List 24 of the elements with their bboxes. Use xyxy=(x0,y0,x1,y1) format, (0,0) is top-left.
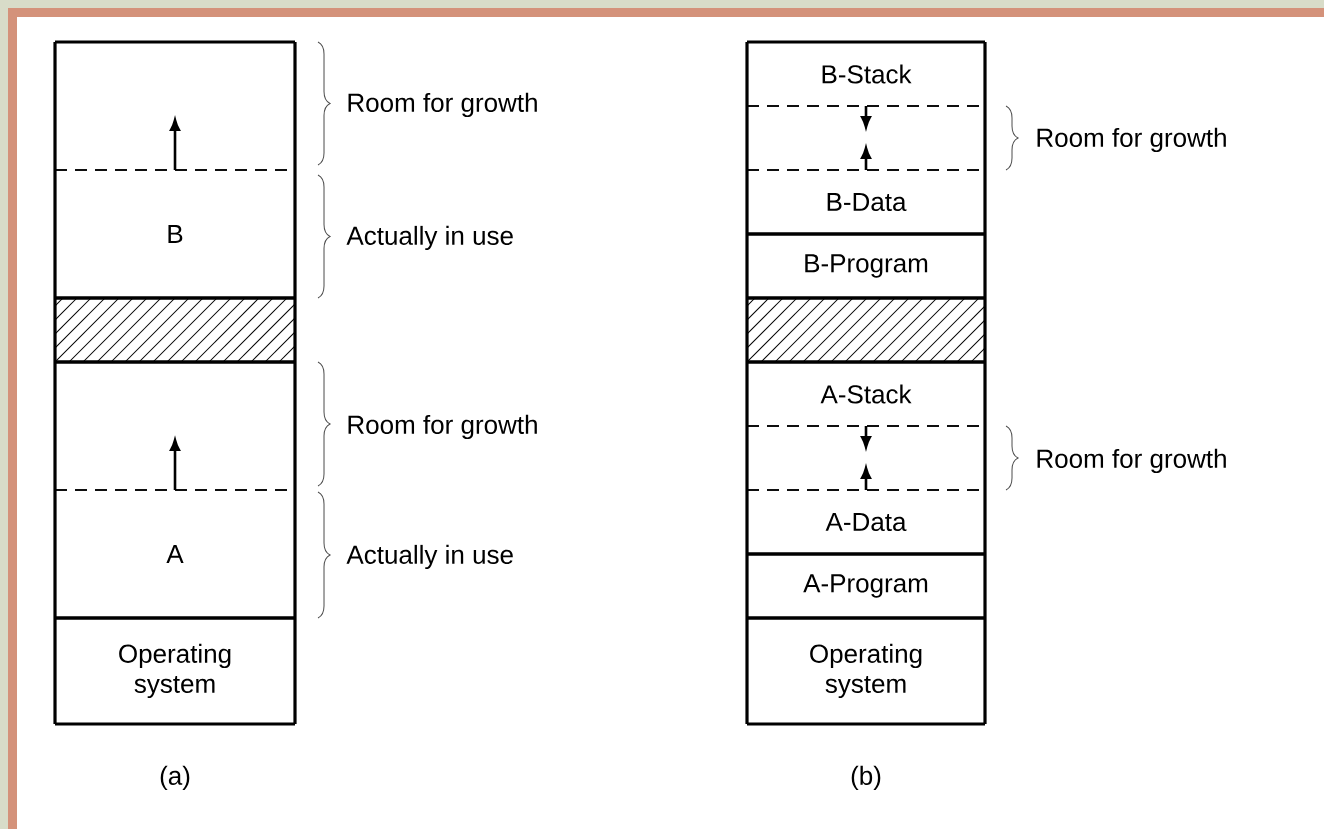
memory-block: Operating system xyxy=(745,616,987,726)
caption: (a) xyxy=(160,765,190,791)
memory-block: A xyxy=(53,489,297,620)
memory-block: A-Program xyxy=(745,552,987,620)
brace-label: Room for growth xyxy=(1037,448,1226,474)
caption: (b) xyxy=(851,765,881,791)
memory-block: B xyxy=(53,169,297,300)
brace-label: Actually in use xyxy=(346,544,513,570)
hatched-block xyxy=(745,296,987,364)
free-space-block xyxy=(53,40,297,171)
memory-block: A-Stack xyxy=(745,360,987,427)
brace-label: Room for growth xyxy=(348,414,537,440)
memory-block: B-Data xyxy=(745,169,987,236)
brace-label: Room for growth xyxy=(348,92,537,118)
brace-label: Room for growth xyxy=(1037,127,1226,153)
memory-block: Operating system xyxy=(53,616,297,726)
free-space-block xyxy=(53,360,297,491)
brace-label: Actually in use xyxy=(346,225,513,251)
free-space-block xyxy=(745,425,987,491)
free-space-block xyxy=(745,105,987,171)
memory-block: A-Data xyxy=(745,489,987,556)
memory-block: B-Stack xyxy=(745,40,987,107)
memory-block: B-Program xyxy=(745,232,987,300)
hatched-block xyxy=(53,296,297,364)
